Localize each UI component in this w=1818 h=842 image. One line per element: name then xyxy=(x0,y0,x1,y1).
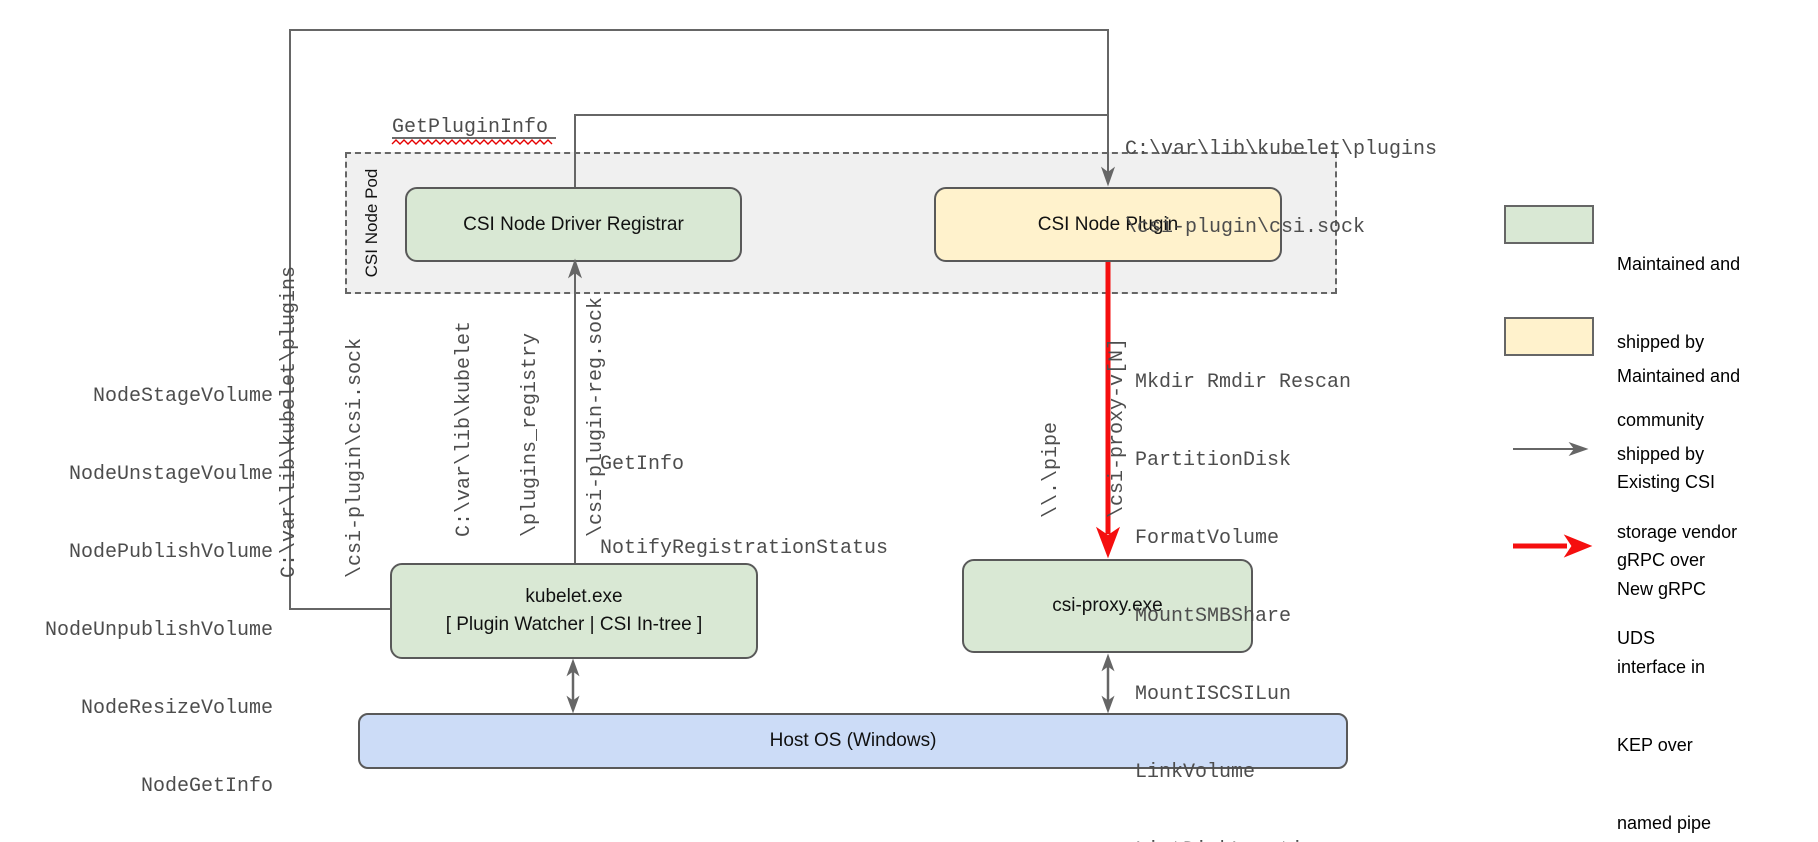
list-item: MountSMBShare xyxy=(1135,605,1292,628)
registration-methods-label: GetInfo NotifyRegistrationStatus xyxy=(600,453,889,560)
legend-community-text: Maintained and shipped by community xyxy=(1617,254,1741,430)
arrow-down-icon xyxy=(566,695,580,714)
csi-node-pod-label: CSI Node Pod xyxy=(362,168,381,278)
list-item: FormatVolume xyxy=(1135,527,1280,550)
legend-red-arrow xyxy=(1513,534,1593,558)
arrow-right-icon xyxy=(1568,441,1589,457)
list-item: LinkVolume xyxy=(1135,761,1256,784)
list-item: PartitionDisk xyxy=(1135,449,1292,472)
csi-node-driver-registrar-label: CSI Node Driver Registrar xyxy=(463,213,684,235)
kubelet-label-line2: [ Plugin Watcher | CSI In-tree ] xyxy=(445,614,703,635)
legend-gray-arrow xyxy=(1513,441,1589,457)
node-methods-list: NodeStageVolume NodeUnstageVoulme NodePu… xyxy=(0,332,273,842)
list-item: NodeUnstageVoulme xyxy=(68,463,273,486)
list-item: ListDiskLocations xyxy=(1135,838,1351,842)
list-item: NodePublishVolume xyxy=(68,541,273,564)
arrow-right-red-icon xyxy=(1563,534,1593,558)
proxy-hostos-double-arrow xyxy=(1101,653,1115,714)
getplugininfo-label: GetPluginInfo xyxy=(392,116,549,139)
kubelet-hostos-double-arrow xyxy=(566,658,580,714)
list-item: NodeResizeVolume xyxy=(80,697,273,720)
csi-sock-path-left-label: C:\var\lib\kubelet\plugins \csi-plugin\c… xyxy=(278,265,367,579)
list-item: MountISCSILun xyxy=(1135,683,1292,706)
spellcheck-squiggle-icon xyxy=(391,139,553,145)
legend-vendor-swatch xyxy=(1504,317,1594,356)
proxy-methods-list: Mkdir Rmdir Rescan PartitionDisk FormatV… xyxy=(1135,318,1351,842)
legend-vendor-text: Maintained and shipped by storage vendor xyxy=(1617,366,1741,542)
list-item: NodeUnpublishVolume xyxy=(44,619,273,642)
legend-community-swatch xyxy=(1504,205,1594,244)
list-item: Mkdir Rmdir Rescan xyxy=(1135,371,1352,394)
arrow-up-icon xyxy=(566,658,580,677)
csi-sock-path-top-label: C:\var\lib\kubelet\plugins \csi-plugin\c… xyxy=(1125,138,1438,239)
list-item: NodeGetInfo xyxy=(140,775,273,798)
csi-node-driver-registrar-box: CSI Node Driver Registrar xyxy=(405,187,742,262)
host-os-box: Host OS (Windows) xyxy=(358,713,1348,769)
arrow-up-icon xyxy=(1101,653,1115,672)
arrow-down-icon xyxy=(1101,695,1115,714)
host-os-label: Host OS (Windows) xyxy=(769,730,937,751)
arrow-down-red-icon xyxy=(1095,526,1121,559)
legend-uds-text: Existing CSI gRPC over UDS xyxy=(1617,472,1716,648)
legend-namedpipe-text: New gRPC interface in KEP over named pip… xyxy=(1617,579,1712,833)
list-item: NodeStageVolume xyxy=(92,385,273,408)
